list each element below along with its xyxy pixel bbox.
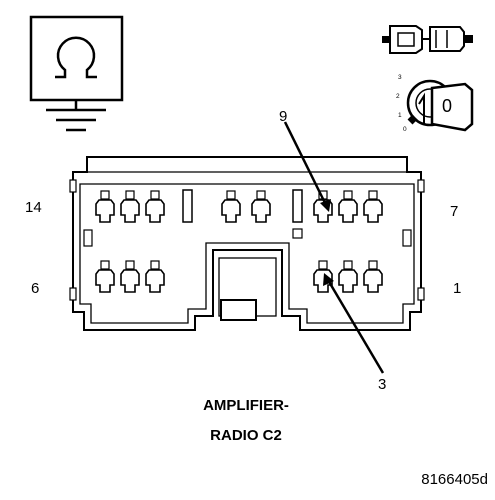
key-label: 0 [442,96,452,116]
callout-3: 3 [378,376,386,393]
cavity-bottom-1 [120,269,140,293]
cavity-top-7-latch [368,190,378,200]
pin-label-14: 14 [25,199,42,216]
pin-3-leader [326,279,385,374]
cavity-bottom-4 [338,269,358,293]
cavity-top-4 [251,199,271,223]
cavity-bottom-0-latch [100,260,110,270]
cavity-bottom-0 [95,269,115,293]
ignition-key-icon: 3 2 1 0 0 [396,74,474,133]
cavity-bottom-3-latch [318,260,328,270]
pin-3-arrowhead [323,273,334,286]
pin-9-arrowhead [320,199,331,212]
ohmmeter-ground-icon [29,15,124,132]
ignition-position-1: 1 [398,112,402,119]
cavity-top-0 [95,199,115,223]
ignition-position-0: 0 [403,126,407,133]
cavity-bottom-5 [363,269,383,293]
cavity-top-0-latch [100,190,110,200]
ignition-position-3: 3 [398,74,402,81]
cavity-top-2 [145,199,165,223]
cavity-top-2-latch [150,190,160,200]
cavity-top-4-latch [256,190,266,200]
cavity-bottom-2 [145,269,165,293]
cavity-bottom-5-latch [368,260,378,270]
cavity-top-6-latch [343,190,353,200]
cavity-bottom-3 [313,269,333,293]
pin-label-7: 7 [450,203,458,220]
caption-line-1: AMPLIFIER- [203,397,289,414]
cavity-bottom-2-latch [150,260,160,270]
cavity-top-1-latch [125,190,135,200]
pin-label-6: 6 [31,280,39,297]
cavity-top-3-latch [226,190,236,200]
cavity-top-3 [221,199,241,223]
cavity-top-6 [338,199,358,223]
cavity-top-1 [120,199,140,223]
caption-line-2: RADIO C2 [210,427,282,444]
callout-9: 9 [279,108,287,125]
ignition-position-2: 2 [396,93,400,100]
cavity-bottom-1-latch [125,260,135,270]
pin-9-leader [283,121,328,206]
pin-label-1: 1 [453,280,461,297]
figure-id: 8166405d [421,471,488,488]
cavity-top-7 [363,199,383,223]
connector-plug-icon [382,25,473,54]
cavity-bottom-4-latch [343,260,353,270]
connector-body [69,156,425,331]
